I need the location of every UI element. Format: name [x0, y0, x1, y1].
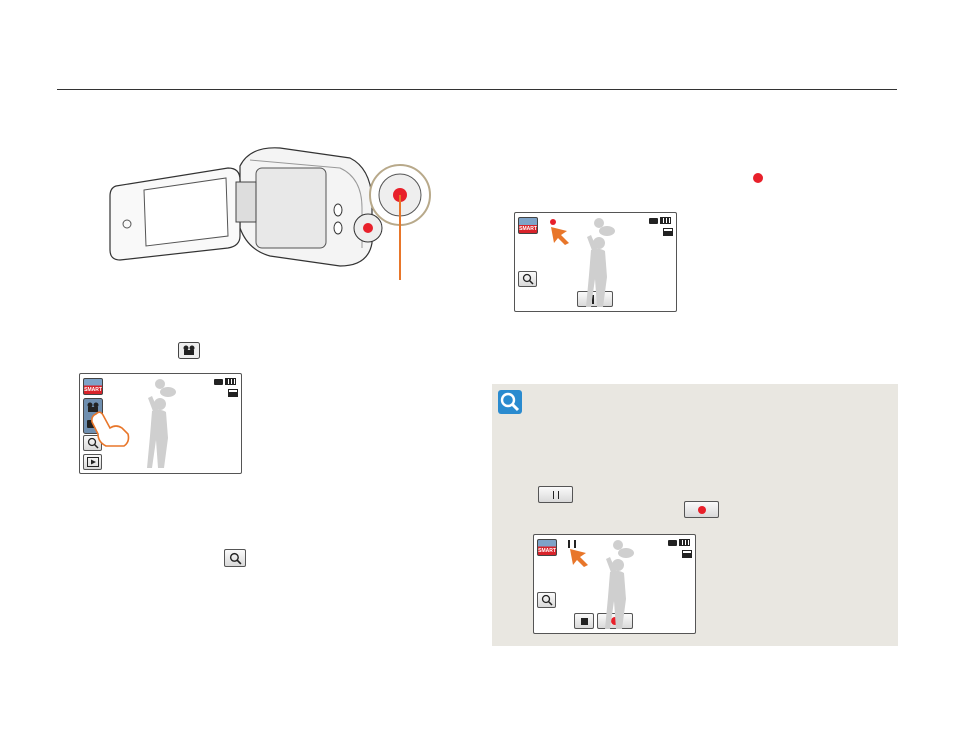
playback-icon[interactable]	[83, 454, 102, 470]
lcd-paused: SMART	[533, 534, 696, 634]
camcorder-illustration	[100, 138, 445, 288]
smart-auto-icon: SMART	[83, 378, 103, 395]
lcd-mode-select: SMART	[79, 373, 242, 474]
hd-quality-icon	[682, 550, 692, 558]
battery-icon	[649, 217, 671, 224]
memory-card-icon	[214, 379, 223, 385]
smart-auto-icon: SMART	[518, 217, 538, 234]
parent-child-silhouette	[142, 378, 182, 470]
parent-child-silhouette	[600, 539, 640, 631]
record-button-icon	[684, 501, 719, 518]
pointer-arrow-icon	[568, 547, 590, 567]
zoom-icon[interactable]	[537, 592, 556, 608]
record-dot-icon	[753, 173, 763, 183]
parent-child-silhouette	[581, 217, 621, 309]
zoom-icon	[224, 549, 246, 567]
hd-quality-icon	[228, 389, 238, 397]
memory-card-icon	[649, 218, 658, 224]
touch-hand-icon	[90, 410, 132, 448]
movie-mode-icon	[178, 342, 200, 359]
stop-icon[interactable]	[574, 613, 594, 629]
zoom-icon[interactable]	[518, 271, 537, 287]
battery-icon	[214, 378, 236, 385]
header-rule	[57, 89, 897, 90]
hd-quality-icon	[663, 228, 673, 236]
pointer-arrow-icon	[549, 225, 571, 245]
lcd-recording: SMART	[514, 212, 677, 312]
smart-auto-icon: SMART	[537, 539, 557, 556]
magnifier-tip-icon	[498, 390, 522, 414]
pause-button-icon	[538, 486, 573, 503]
battery-icon	[668, 539, 690, 546]
memory-card-icon	[668, 540, 677, 546]
